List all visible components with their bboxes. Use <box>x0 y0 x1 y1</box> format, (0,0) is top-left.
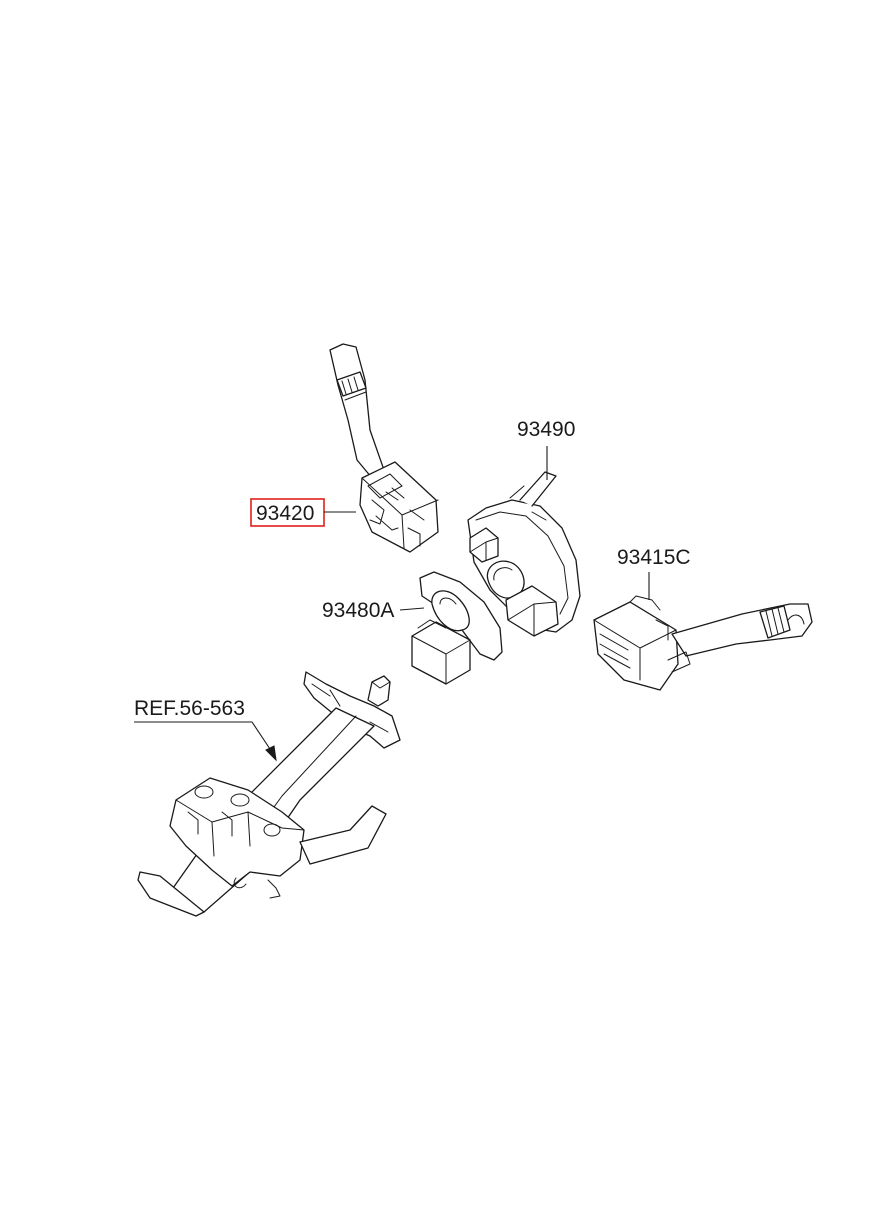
label-93420[interactable]: 93420 <box>250 498 356 527</box>
label-93480a: 93480A <box>322 599 425 622</box>
steering-angle-sensor-93480a[interactable] <box>411 571 503 685</box>
part-number-93420: 93420 <box>256 502 314 525</box>
clock-spring-93490[interactable] <box>467 471 581 637</box>
steering-column-ref[interactable] <box>137 671 401 917</box>
label-ref: REF.56-563 <box>134 697 277 762</box>
reference-arrowhead <box>265 745 277 762</box>
label-93490: 93490 <box>517 418 575 480</box>
part-number-93480a: 93480A <box>322 599 394 622</box>
part-number-93415c: 93415C <box>617 546 691 569</box>
switch-93415c[interactable] <box>593 595 813 691</box>
switch-93420[interactable] <box>329 343 439 553</box>
label-93415c: 93415C <box>617 546 691 600</box>
part-number-93490: 93490 <box>517 418 575 441</box>
reference-label: REF.56-563 <box>134 697 245 720</box>
